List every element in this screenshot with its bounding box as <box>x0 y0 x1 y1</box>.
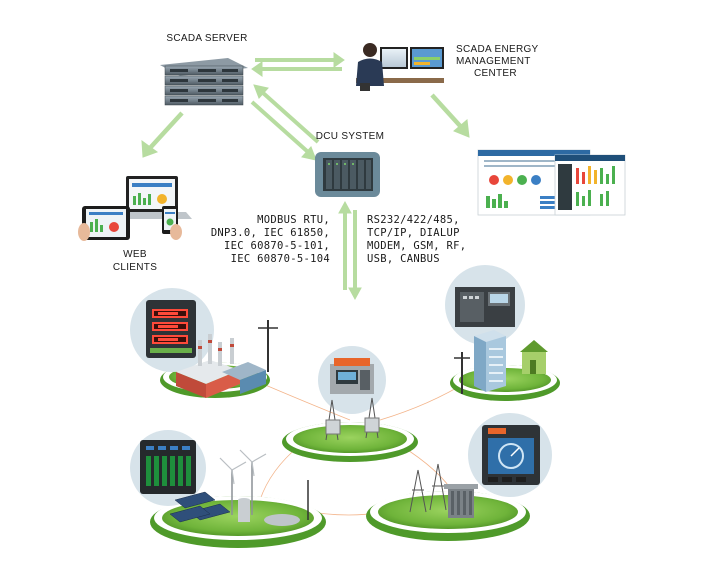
interface-line-3: MODEM, GSM, RF, <box>367 240 467 252</box>
protocol-line-1: MODBUS RTU, <box>257 214 330 226</box>
dashboard-pie-row <box>489 175 541 185</box>
bubble-solar-controller <box>130 430 206 506</box>
interface-line-1: RS232/422/485, <box>367 214 460 226</box>
arrow-server-energy-center <box>251 52 345 77</box>
factory-scene <box>176 320 278 398</box>
scada-energy-center-label: SCADA ENERGY MANAGEMENT CENTER <box>456 44 539 80</box>
dashboard-pie-4 <box>531 175 541 185</box>
device-bubbles <box>130 265 552 506</box>
dashboard-pie-1 <box>489 175 499 185</box>
scada-server-label: SCADA SERVER <box>166 33 248 44</box>
bubble-power-analyzer <box>468 413 552 497</box>
protocol-line-3: IEC 60870-5-101, <box>224 240 330 252</box>
buildings-scene <box>454 330 548 394</box>
transformer-scene <box>409 463 478 518</box>
arrow-server-dcu <box>250 84 320 161</box>
arrow-energy-center-dashboard <box>430 93 470 138</box>
scada-energy-line-2: MANAGEMENT <box>456 56 531 67</box>
scada-energy-line-3: CENTER <box>474 68 517 79</box>
protocols-left-label: MODBUS RTU, DNP3.0, IEC 61850, IEC 60870… <box>200 214 330 266</box>
protocol-line-2: DNP3.0, IEC 61850, <box>210 227 330 239</box>
dashboard-pie-2 <box>503 175 513 185</box>
interface-line-4: USB, CANBUS <box>367 253 440 265</box>
web-clients-label: WEB CLIENTS <box>105 248 165 274</box>
dcu-system-label: DCU SYSTEM <box>315 131 385 142</box>
bubble-buildings-meter <box>445 265 525 345</box>
dcu-module <box>315 152 380 197</box>
web-clients-line-1: WEB <box>123 249 147 260</box>
platform-substation <box>282 422 418 462</box>
protocol-line-4: IEC 60870-5-104 <box>230 253 330 265</box>
dashboard-pie-3 <box>517 175 527 185</box>
scada-energy-line-1: SCADA ENERGY <box>456 44 539 55</box>
energy-management-workstation <box>356 43 444 91</box>
web-clients-line-2: CLIENTS <box>112 262 158 273</box>
data-flow-arrows <box>141 52 470 301</box>
interface-line-2: TCP/IP, DIALUP <box>367 227 460 239</box>
solar-wind-scene <box>169 449 309 526</box>
arrow-dcu-substation <box>338 200 362 301</box>
arrow-server-web-clients <box>141 111 184 158</box>
bubble-factory-meter <box>130 288 214 372</box>
protocols-right-label: RS232/422/485, TCP/IP, DIALUP MODEM, GSM… <box>367 214 497 266</box>
web-clients-devices <box>78 176 192 241</box>
bubble-substation-device <box>318 346 386 414</box>
dashboard-screens <box>477 149 626 216</box>
substation-scene <box>325 397 380 441</box>
scada-server-rack <box>160 58 248 106</box>
